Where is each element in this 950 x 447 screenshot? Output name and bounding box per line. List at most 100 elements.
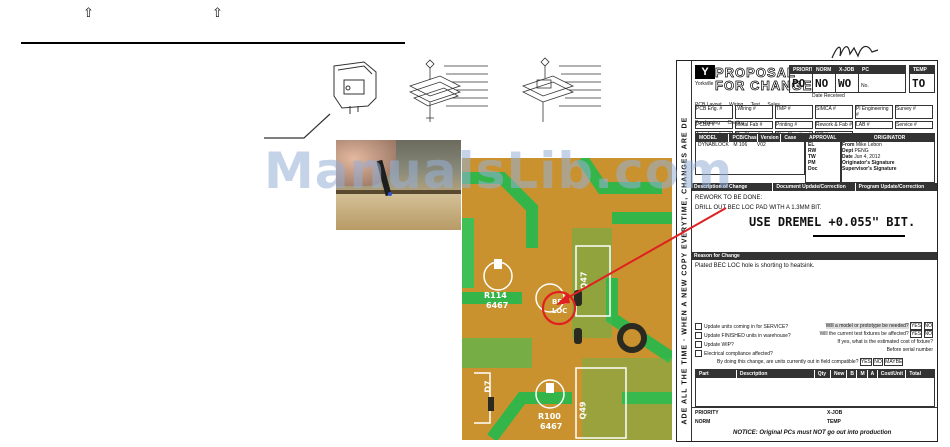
supervisor-signature[interactable]: Supervisor's Signature: [842, 166, 897, 172]
pc-label: PC: [859, 66, 905, 74]
exploded-diagram-3: [521, 57, 601, 122]
checkbox[interactable]: [695, 350, 702, 357]
grid-item[interactable]: .Wiring #: [735, 105, 773, 119]
norm-box[interactable]: NORM NO: [812, 65, 836, 93]
norm-label: NORM: [813, 66, 835, 74]
grid-item[interactable]: Survey #: [895, 105, 933, 119]
approval-row[interactable]: EL: [808, 142, 815, 148]
footer-norm: NORM: [695, 419, 711, 425]
grid-item[interactable]: Printing #: [775, 121, 813, 129]
description-header: Description of Change: [691, 183, 773, 191]
originator-table: ORIGINATOR From Mike Lebon Dept PENG Dat…: [841, 133, 935, 183]
grid-item[interactable]: PCBM #: [695, 121, 733, 129]
xjob-box[interactable]: X-JOB WO: [835, 65, 859, 93]
pcb-label-r114-value: 6467: [486, 301, 509, 310]
checklist-label: Electrical compliance affected?: [704, 350, 773, 357]
approval-row[interactable]: RW: [808, 148, 817, 154]
pc-number-label: No.: [861, 83, 869, 89]
grid-item[interactable]: PCB Eng. #: [695, 105, 733, 119]
grid-item[interactable]: LAB #: [855, 121, 893, 129]
photo-mark: [388, 192, 392, 196]
approval-row[interactable]: TW: [808, 154, 816, 160]
notice-text: NOTICE: Original PCs must NOT go out int…: [733, 430, 892, 436]
dept-label: Dept: [842, 148, 854, 154]
footer-xjob: X-JOB: [827, 410, 843, 416]
checklist-label: Update FINISHED units in warehouse?: [704, 332, 791, 339]
drilling-photo: [336, 140, 461, 230]
form-footer: PRIORITY NORM X-JOB TEMP: [691, 407, 937, 430]
form-title-line2: FOR CHANGE: [715, 78, 813, 94]
parts-col-cost: Cost/Unit: [876, 370, 906, 378]
temp-box[interactable]: TEMP TO: [909, 65, 935, 93]
from-value[interactable]: Mike Lebon: [855, 142, 882, 148]
program-header: Program Update/Correction: [854, 183, 937, 191]
watermark: ManualsLib.com: [264, 142, 734, 200]
form-title-line1: PROPOSAL: [715, 65, 796, 81]
date-value[interactable]: Jun 4, 2012: [854, 154, 881, 160]
priority-box[interactable]: PRIORITY PO: [789, 65, 817, 93]
xjob-label: X-JOB: [836, 66, 858, 74]
pcb-traces: [462, 158, 672, 440]
handwritten-note: USE DREMEL +0.055" BIT.: [749, 215, 916, 229]
checklist-item[interactable]: Update WIP?: [695, 341, 815, 348]
no-option[interactable]: NO: [923, 330, 933, 338]
form-vertical-strip: ADE ALL THE TIME · WHEN A NEW COPY EVERY…: [677, 61, 692, 441]
model-table: MODEL PCB/Chas Version Case DYNABLOCK M …: [695, 133, 805, 175]
proposal-for-change-form: ADE ALL THE TIME · WHEN A NEW COPY EVERY…: [676, 60, 938, 442]
model-value[interactable]: DYNABLOCK: [698, 142, 729, 148]
checkbox[interactable]: [695, 323, 702, 330]
reason-text[interactable]: Plated BEC LOC hole is shorting to heats…: [695, 263, 815, 269]
mount-diagram-1: [264, 61, 377, 139]
no-option[interactable]: NO: [923, 322, 933, 330]
pcb-label-loc: LOC: [552, 307, 568, 315]
approval-header: APPROVAL: [806, 134, 840, 142]
pcb-value[interactable]: M 106: [733, 142, 748, 148]
pcb-label-d7: D7: [483, 380, 493, 393]
up-arrow-icon-right[interactable]: ⇧: [212, 5, 223, 20]
approval-row[interactable]: PM: [808, 160, 816, 166]
grid-item[interactable]: Rework & Fab #: [815, 121, 853, 129]
parts-col-new: New: [830, 370, 847, 378]
version-value[interactable]: V02: [756, 142, 766, 148]
priority-label: PRIORITY: [790, 66, 817, 74]
field-compat-question: By doing this change, are units currentl…: [717, 359, 859, 365]
yes-option[interactable]: YES: [859, 358, 872, 366]
grid-item[interactable]: Service #: [895, 121, 933, 129]
checkbox[interactable]: [695, 341, 702, 348]
originator-header: ORIGINATOR: [842, 134, 934, 142]
yes-option[interactable]: YES: [910, 322, 923, 330]
parts-col-qty: Qty: [813, 370, 831, 378]
yes-option[interactable]: YES: [910, 330, 923, 338]
grid-item[interactable]: TMP #: [775, 105, 813, 119]
checklist-item[interactable]: Electrical compliance affected?: [695, 350, 815, 357]
xjob-handwritten: WO: [838, 77, 852, 90]
dept-value[interactable]: PENG: [854, 148, 869, 154]
temp-handwritten: TO: [912, 77, 926, 90]
grid-item[interactable]: Metal Fab #: [735, 121, 773, 129]
parts-col-a: A: [866, 370, 877, 378]
pc-box[interactable]: PC No.: [858, 65, 906, 93]
checkbox[interactable]: [695, 332, 702, 339]
footer-priority: PRIORITY: [695, 410, 719, 416]
footer-temp: TEMP: [827, 419, 841, 425]
up-arrow-icon-left[interactable]: ⇧: [83, 5, 94, 20]
grid-item[interactable]: SIMCA #: [815, 105, 853, 119]
model-header: MODEL: [696, 134, 729, 142]
originator-signature[interactable]: Originator's Signature: [842, 160, 895, 166]
maybe-option[interactable]: MAYBE: [884, 358, 904, 366]
case-value[interactable]: [780, 142, 804, 148]
description-headers: Description of Change Document Update/Co…: [691, 183, 937, 191]
rework-text[interactable]: DRILL OUT BEC LOC PAD WITH A 1.3MM BIT.: [695, 205, 822, 211]
checklist-item[interactable]: Update units coming in for SERVICE?: [695, 323, 815, 330]
horizontal-rule: [21, 42, 405, 44]
checklist-item[interactable]: Update FINISHED units in warehouse?: [695, 332, 815, 339]
red-pointer-arrow: [556, 207, 727, 305]
grid-item[interactable]: Pl Engineering #: [855, 105, 893, 119]
question-model-needed: Will a model or prototype be needed? YES…: [801, 322, 933, 330]
photo-board-edge: [336, 190, 461, 194]
question-fixtures: Will the current test fixtures be affect…: [801, 330, 933, 338]
no-option[interactable]: NO: [873, 358, 883, 366]
question-cost: If yes, what is the estimated cost of fi…: [837, 339, 933, 345]
approval-row[interactable]: Doc: [808, 166, 818, 172]
top-row-item-5: Purchasing: [695, 120, 721, 126]
